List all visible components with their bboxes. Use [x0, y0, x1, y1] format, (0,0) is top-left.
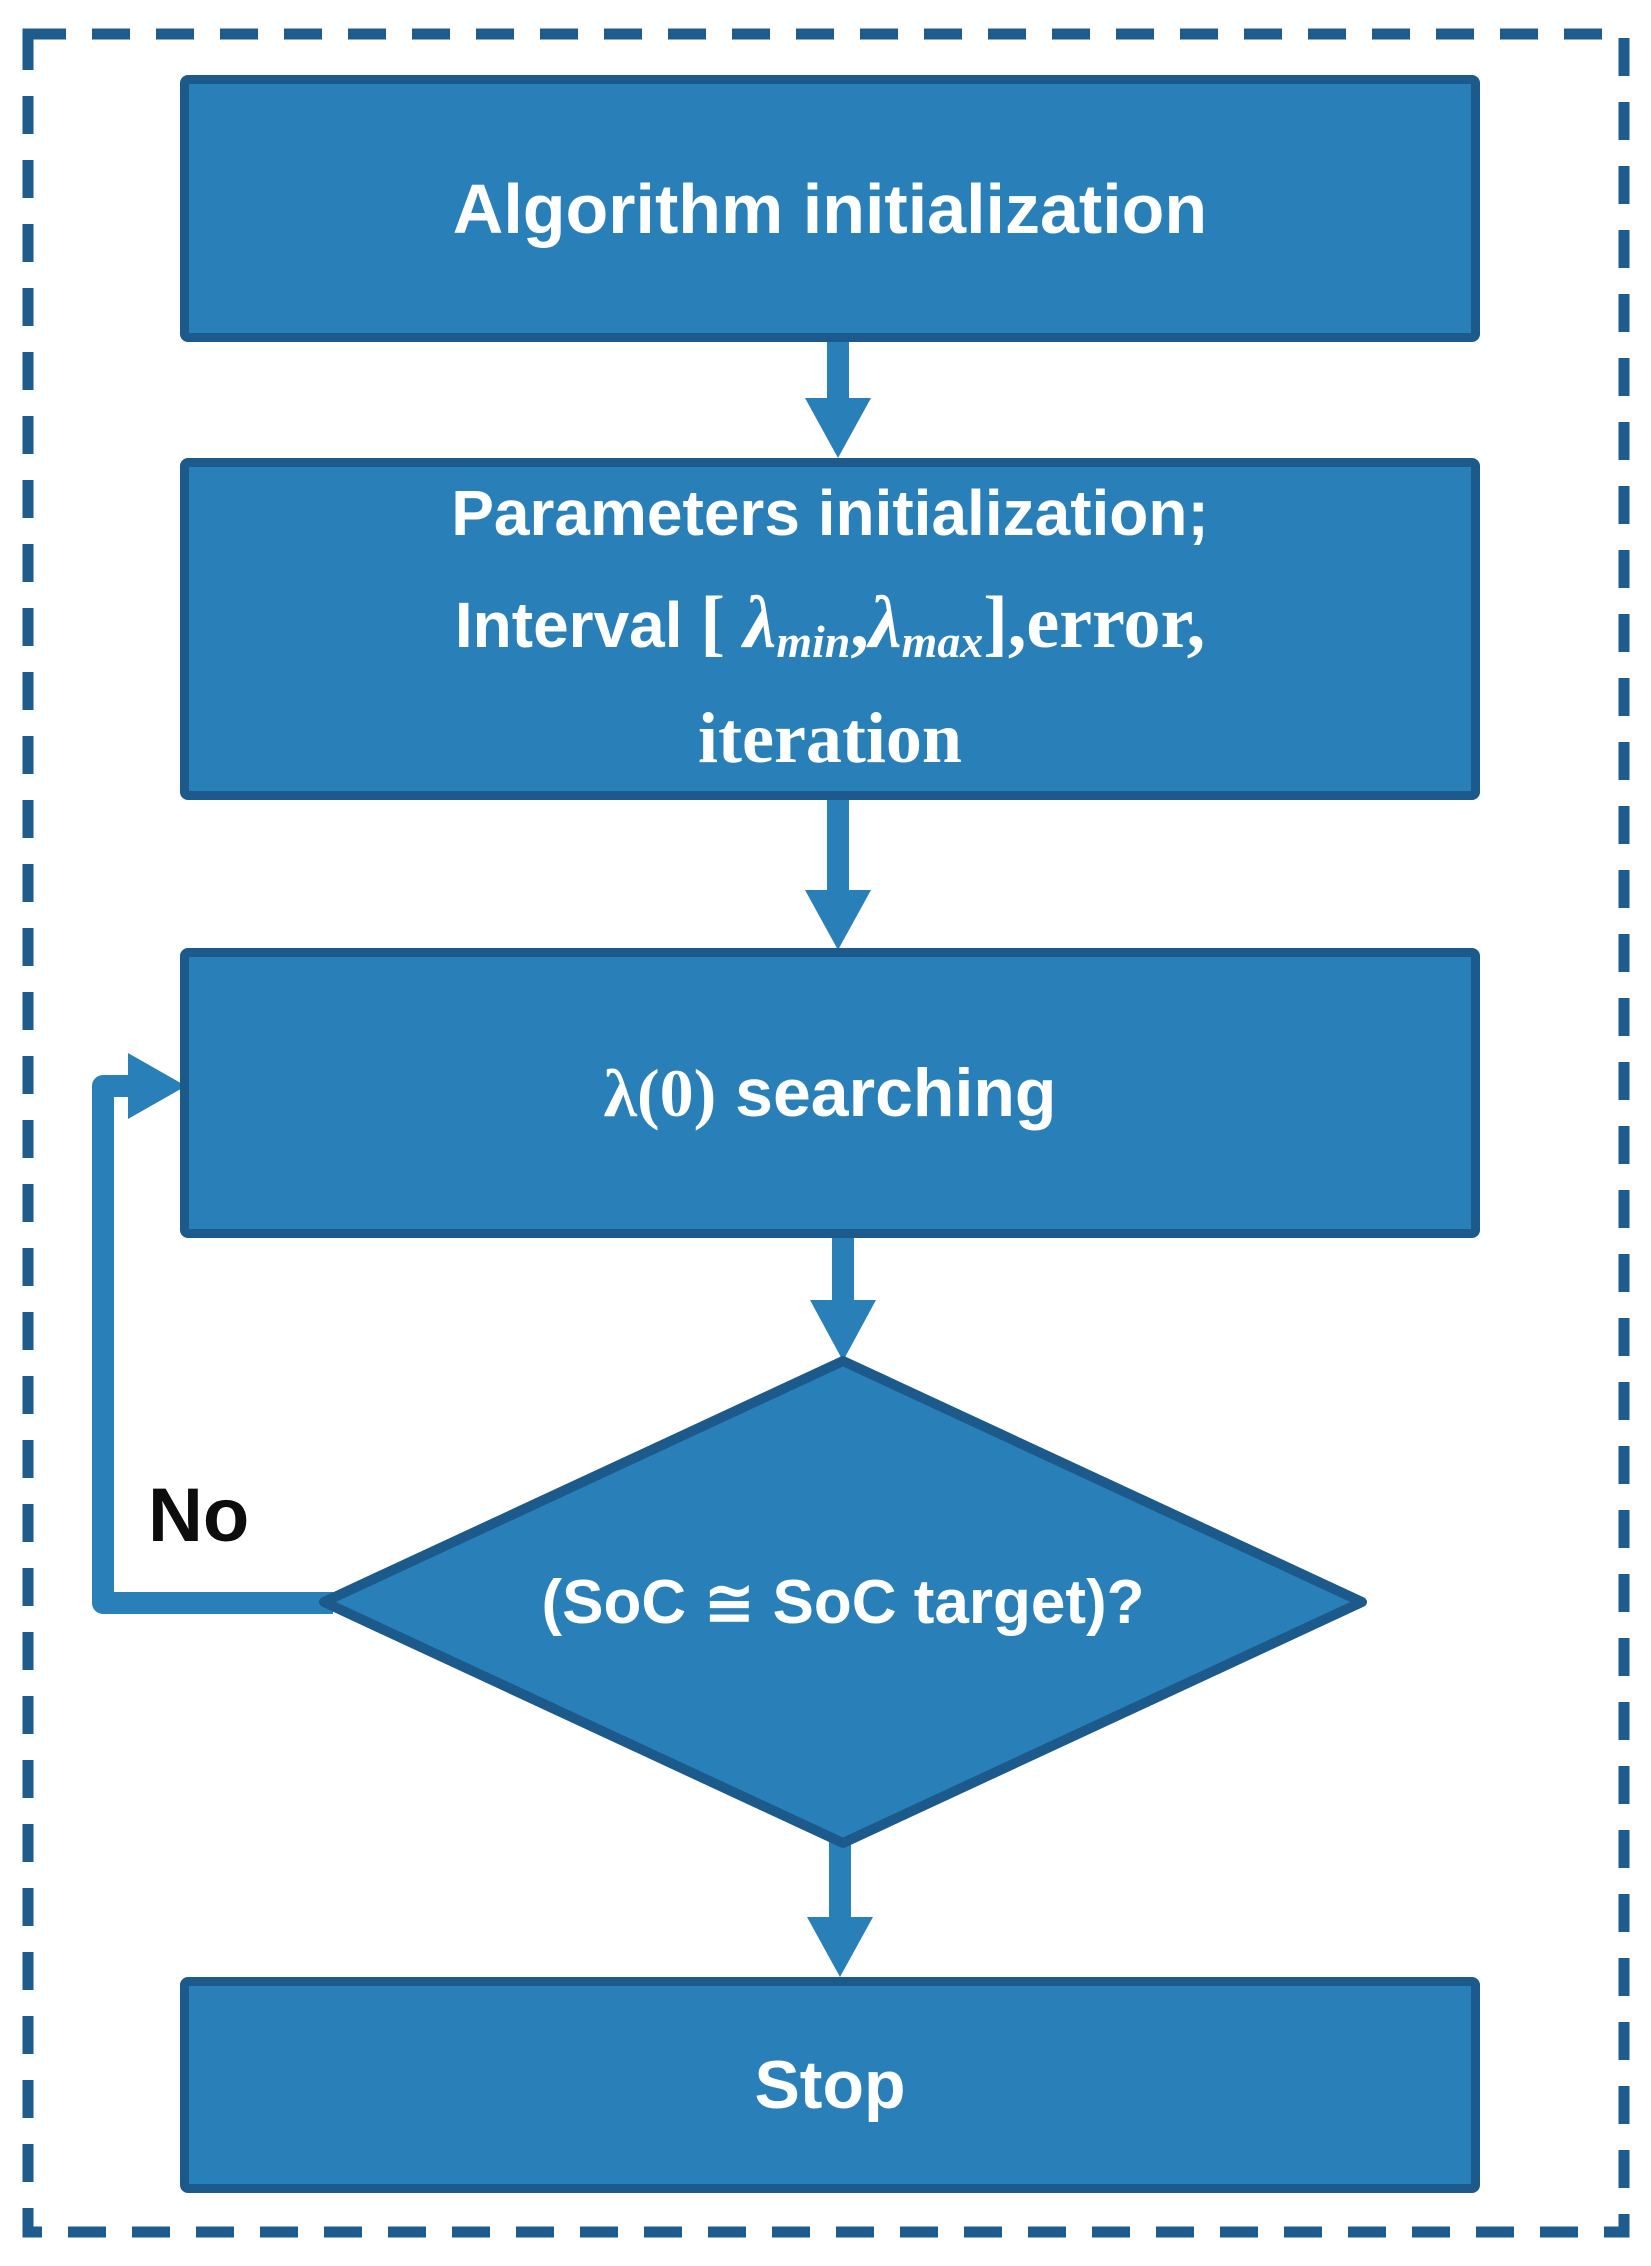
- box3-math: λ(0): [603, 1054, 717, 1131]
- no-loop-arrowhead: [128, 1053, 186, 1119]
- decision-pre: (SoC: [541, 1567, 704, 1637]
- dashed-frame-border: [22, 28, 1630, 2238]
- edge-label-no: No: [148, 1473, 250, 1558]
- arrow-down-1: [805, 330, 871, 458]
- arrow-down-3: [810, 1232, 876, 1361]
- box2-comma: ,: [850, 581, 869, 664]
- box2-sub-max: max: [901, 615, 984, 667]
- box2-lambda-min: λ: [743, 581, 777, 664]
- approx-equal-symbol: ≅: [703, 1565, 756, 1639]
- box2-line3: iteration: [698, 697, 962, 778]
- box2-line1: Parameters initialization;: [451, 476, 1209, 549]
- no-loop-arrow: [92, 1053, 333, 1614]
- box2-lambda-max: λ: [868, 581, 902, 664]
- box3-label: searching: [716, 1055, 1057, 1131]
- decision-label: (SoC ≅ SoC target)?: [324, 1363, 1362, 1841]
- process-box-parameters-initialization: Parameters initialization; Interval [ λm…: [180, 458, 1480, 800]
- box2-sub-min: min: [776, 615, 851, 667]
- process-box-algorithm-initialization: Algorithm initialization: [180, 75, 1480, 342]
- box2-interval-text: Interval: [454, 588, 701, 661]
- box2-close-error: ],error,: [983, 581, 1206, 664]
- arrow-down-2: [805, 792, 871, 950]
- process-box-lambda-searching: λ(0) searching: [180, 948, 1480, 1238]
- arrow-down-4: [807, 1839, 873, 1977]
- box2-open-bracket: [: [700, 581, 744, 664]
- box2-line2: Interval [ λmin,λmax],error,: [455, 564, 1205, 682]
- box1-label: Algorithm initialization: [452, 169, 1208, 248]
- process-box-stop: Stop: [180, 1977, 1480, 2193]
- decision-post: SoC target)?: [755, 1567, 1145, 1637]
- stop-label: Stop: [754, 2047, 906, 2123]
- decision-diamond: [319, 1356, 1367, 1848]
